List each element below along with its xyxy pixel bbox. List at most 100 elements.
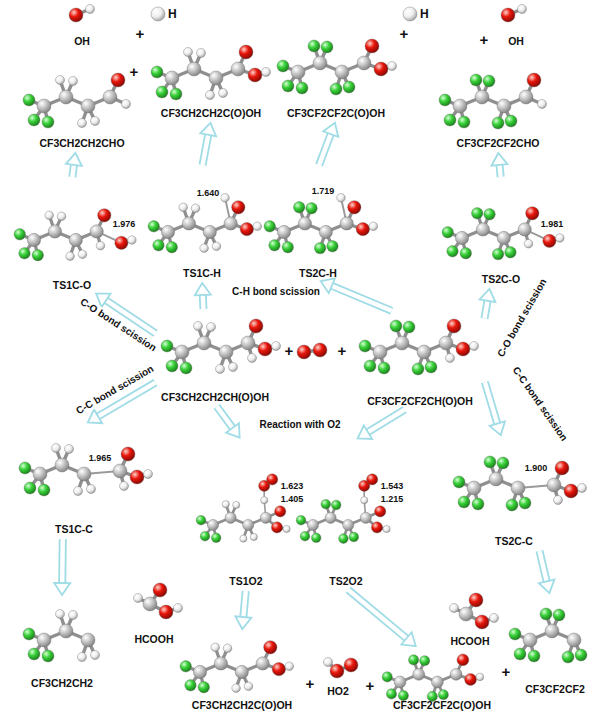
atom-ball [373,345,387,359]
bond-stick [279,666,289,669]
atom-ball [271,522,282,533]
species-label: H [168,7,177,21]
atom-ball [357,56,371,70]
arrow-shaft [199,294,208,309]
atom-ball [553,609,565,621]
reaction-arrow [485,382,505,435]
annotation: C-H bond scission [230,286,322,298]
atom-ball [180,362,192,374]
atom-ball [453,99,467,113]
arrow-head [226,423,240,437]
atom-ball [42,650,54,662]
atom-ball [219,89,228,98]
arrow-shaft [72,164,74,177]
reaction-arrow [348,590,415,646]
atom-ball [221,194,230,203]
bond-stick [189,208,196,223]
bond-stick [483,229,504,238]
bond-stick [496,479,518,488]
atom-ball [308,40,320,52]
atom-ball [343,519,354,530]
bond-stick [460,97,482,106]
bond-stick [201,520,213,525]
species-label: HO2 [327,685,349,697]
atom-ball [59,90,73,104]
atom-ball [78,250,87,259]
bond-stick [328,662,337,671]
atom-ball [527,73,541,87]
bond-distance: 1.640 [196,188,221,198]
bond-stick [419,661,425,675]
bond-stick [466,600,476,614]
reaction-arrow [319,123,338,165]
atom-ball [256,657,269,670]
bond-stick [231,223,247,229]
bond-stick [231,505,237,518]
reaction-arrow [66,153,82,177]
species-label: TS2C-C [495,535,533,547]
bond-stick [331,518,349,525]
bond-stick [304,350,320,352]
species-node: TS2C-O [446,180,556,286]
bond-stick [216,78,223,93]
atom-ball [492,117,504,129]
bond-stick [154,226,168,232]
species-label: TS2C-H [299,267,337,279]
bond-stick [482,81,489,97]
atom-ball [388,62,397,71]
atom-ball [282,80,294,92]
atom-ball [175,345,189,359]
atom-ball [156,86,168,98]
atom-ball [472,498,484,510]
bond-stick [320,47,327,63]
bond-stick [498,106,504,123]
bond-stick [462,238,466,253]
molecule [403,7,417,21]
bond-stick [396,326,402,343]
atom-ball [91,117,100,126]
atom-ball [283,525,290,532]
arrow-head [323,123,338,137]
bond-stick [284,223,305,232]
bond-stick [210,232,217,246]
atom-ball [261,497,268,504]
bond-stick [342,72,349,87]
atom-ball [197,49,206,58]
atom-ball [74,487,83,496]
atom-ball [417,345,431,359]
atom-ball [420,656,430,666]
atom-ball [340,217,353,230]
atom-ball [38,484,50,496]
arrow-shaft [499,164,500,177]
atom-ball [324,658,333,667]
atom-ball [497,457,509,469]
atom-ball [248,354,257,363]
arrow-head [235,616,251,629]
species-label: CF3CH2CH2CH(O)OH [161,391,269,403]
bond-stick [424,352,431,367]
bond-stick [226,343,248,352]
stretched-bond [97,231,122,242]
bond-stick [366,518,377,528]
atom-ball [359,480,370,491]
species-node: CF3CH2CH2C(O)OH [182,632,302,712]
species-label: CF3CF2CF2CHO [457,137,540,149]
atom-ball [543,234,556,247]
atom-ball [81,99,95,113]
atom-ball [225,512,236,523]
bond-stick [370,352,380,366]
atom-ball [327,241,338,252]
bond-stick [463,346,474,349]
bond-stick [525,213,533,229]
atom-ball [153,240,164,251]
bond-stick [520,640,530,654]
arrow-shaft [243,591,245,618]
atom-ball [235,665,248,678]
arrow-label: C-C bond scission [72,362,157,418]
atom-ball [294,202,305,213]
arrow-shaft-inner [243,591,245,618]
atom-ball [232,684,241,693]
bond-stick [380,352,384,368]
atom-ball [37,633,51,647]
atom-ball [277,225,290,238]
